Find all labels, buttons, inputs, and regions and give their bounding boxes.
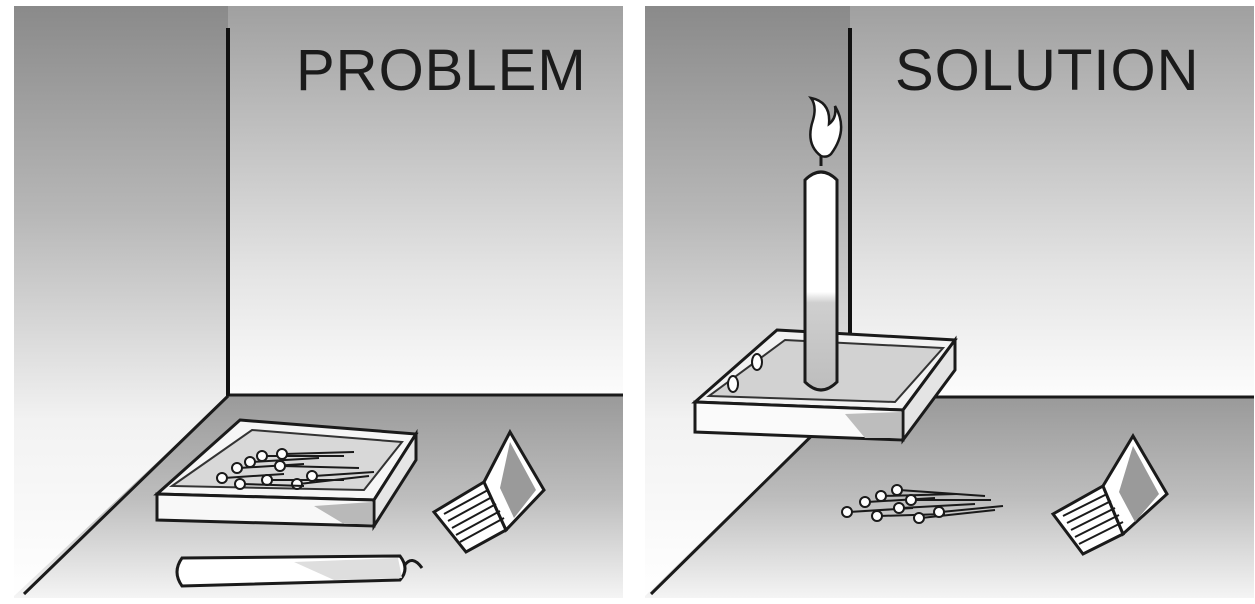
solution-scene [645,6,1254,598]
panel-title: SOLUTION [895,38,1200,103]
candle [803,96,843,392]
table-surface [645,398,1254,598]
candle [175,554,424,588]
tack-head [727,375,739,393]
box-with-tacks [153,418,419,532]
matchbook [1050,433,1169,556]
problem-scene [14,6,623,598]
solution-panel: SOLUTION [645,6,1254,598]
tacks [841,484,1004,524]
panel-title: PROBLEM [296,38,587,103]
problem-panel: PROBLEM [14,6,623,598]
flame-icon [808,96,843,158]
matchbook [431,428,546,554]
tack-head [751,353,763,371]
